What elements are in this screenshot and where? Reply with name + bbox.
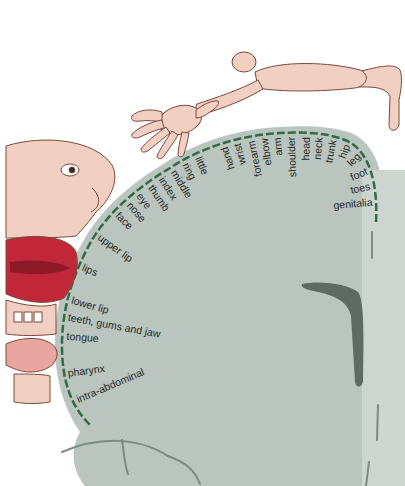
- body-part-text: arm: [272, 137, 284, 156]
- body-part-text: genitalia: [333, 197, 373, 211]
- body-part-text: upper lip: [96, 232, 135, 264]
- body-part-text: head: [300, 137, 311, 161]
- body-part-text: pharynx: [67, 362, 105, 377]
- body-part-text: lower lip: [70, 294, 110, 315]
- body-part-text: lips: [81, 262, 100, 278]
- body-part-text: neck: [312, 137, 324, 160]
- body-part-text: tongue: [66, 331, 99, 344]
- ventricle: [302, 282, 364, 386]
- cut-face: [362, 170, 405, 486]
- body-part-text: shoulder: [285, 136, 297, 177]
- sulcus-lines: [62, 232, 378, 486]
- homunculus-face: [6, 140, 115, 403]
- body-part-text: toes: [350, 181, 372, 196]
- body-part-text: foot: [349, 166, 369, 183]
- body-part-text: trunk: [323, 139, 338, 164]
